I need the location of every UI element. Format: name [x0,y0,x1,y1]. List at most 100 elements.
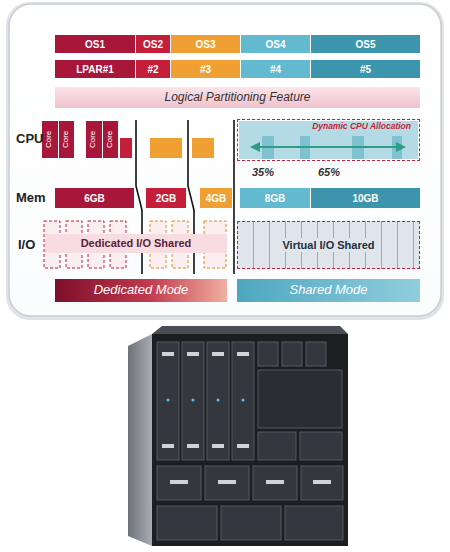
bar-label: #4 [270,64,281,75]
core-label: Core [46,131,55,148]
cpu-block [192,138,214,158]
card [6,2,444,320]
handle [212,352,224,356]
led [217,399,220,402]
blade [207,342,229,460]
partition-bar: Dedicated I/O Shared [45,234,227,253]
bar-label: 2GB [156,193,177,204]
partition-bar: #2 [135,60,170,78]
shared-pool-box: Virtual I/O Shared [237,221,420,269]
blade [282,342,302,366]
handle [266,480,284,484]
row-label: I/O [18,238,35,252]
partition-bar: OS3 [170,35,240,53]
bar-label: 8GB [265,193,286,204]
handle [237,352,249,356]
module [157,466,201,500]
partition-bar: #5 [310,60,420,78]
handle [212,444,224,448]
dedicated-io-slots [44,221,226,268]
row-label: 35% [252,166,274,178]
partition-bar: OS1 [55,35,135,53]
core-box: Core [42,121,58,158]
led [167,399,170,402]
bar-label: #5 [360,64,371,75]
partition-bar: LPAR#1 [55,60,135,78]
shared-pool-box: Dynamic CPU Allocation [237,119,420,161]
bar-label: OS1 [85,39,105,50]
handle [313,480,331,484]
partition-bar: Logical Partitioning Feature [55,87,420,108]
led [242,399,245,402]
partition-bar: 6GB [55,188,134,208]
partition-bar: OS4 [240,35,310,53]
partition-bar: 10GB [310,188,420,208]
partition-bar: OS5 [310,35,420,53]
blade-slots [157,342,343,540]
partition-bar: 2GB [146,188,186,208]
blade [182,342,204,460]
bar-label: Virtual I/O Shared [278,238,378,252]
partition-bar: #3 [170,60,240,78]
handle [237,444,249,448]
card-panel [9,4,441,316]
module [221,506,281,540]
card-shadow [6,2,444,320]
bar-label: 4GB [206,193,227,204]
blade [258,432,296,460]
blade [157,342,179,460]
partition-bar: #4 [240,60,310,78]
core-box: Core [58,121,74,158]
core-box: Core [86,121,102,158]
chassis-front [152,334,348,546]
bar-label: OS3 [195,39,215,50]
handle [162,352,174,356]
module [285,506,343,540]
bar-label: 10GB [352,193,378,204]
core-label: Core [90,131,99,148]
bar-label: LPAR#1 [76,64,114,75]
cover-panel [258,370,342,428]
bar-label: 6GB [84,193,105,204]
chassis-top [152,326,348,334]
module [301,466,343,500]
status-leds [167,399,245,402]
core-label: Core [62,131,71,148]
bar-label: Dedicated Mode [94,283,189,297]
blade [306,342,326,366]
bar-label: Logical Partitioning Feature [164,91,310,104]
arrow-head [250,142,260,152]
blade-handles [162,352,331,484]
module [205,466,249,500]
blade [300,432,342,460]
handle [187,352,199,356]
bar-label: OS2 [143,39,163,50]
partition-bar: 8GB [240,188,310,208]
bar-label: #2 [147,64,158,75]
blade [232,342,254,460]
handle [218,480,236,484]
core-box: Core [102,121,118,158]
partition-bar: 4GB [200,188,232,208]
shared-cpu-pool [239,121,418,159]
row-label: Mem [16,191,46,205]
allocation-arrow [258,146,398,148]
cpu-block [150,138,182,158]
chassis-side [128,334,152,546]
partition-bar: Dedicated Mode [55,279,227,302]
handle [170,480,188,484]
bar-label: #3 [200,64,211,75]
blade-server [128,326,348,546]
cpu-blocks [120,138,214,158]
cpu-pool-fill [239,121,418,159]
divider-line [233,120,235,274]
bar-label: Dedicated I/O Shared [81,237,192,249]
handle [187,444,199,448]
cpu-block [120,138,132,158]
blade [258,342,278,366]
row-label: CPU [16,132,43,146]
module [253,466,297,500]
module [157,506,217,540]
